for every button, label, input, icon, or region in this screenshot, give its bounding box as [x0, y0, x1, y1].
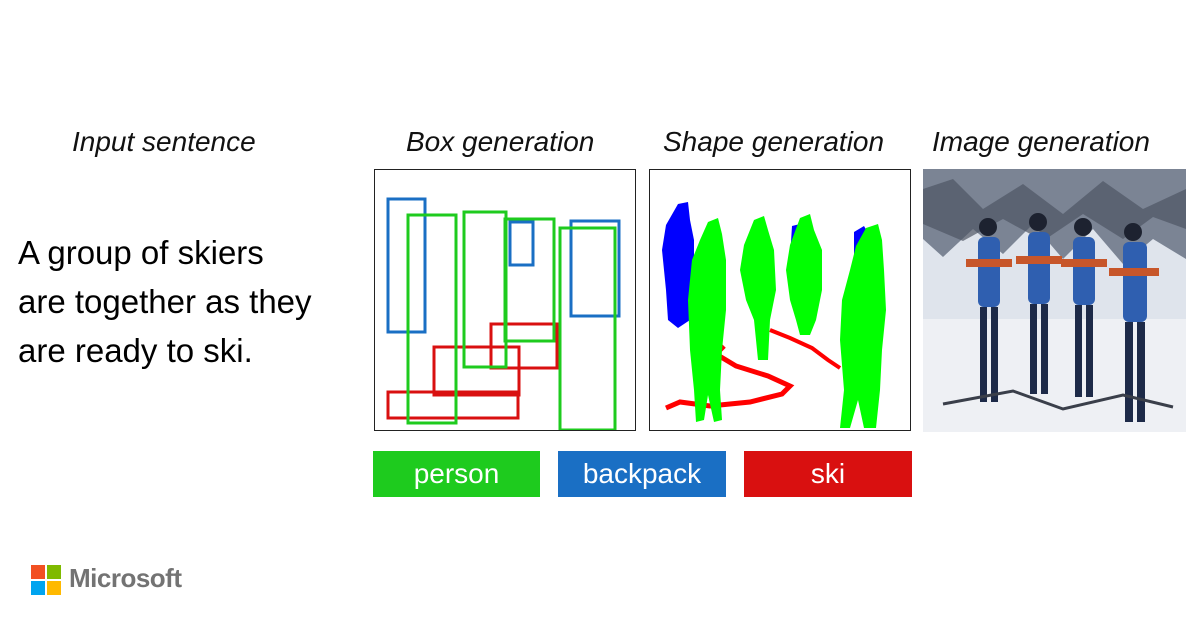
- person-mask: [740, 216, 776, 360]
- heading-box-generation: Box generation: [406, 126, 594, 158]
- person-mask: [786, 214, 822, 335]
- generated-image: [923, 169, 1186, 432]
- sentence-line-3: are ready to ski.: [18, 326, 312, 375]
- heading-input-sentence: Input sentence: [72, 126, 256, 158]
- shape-generation-panel: [649, 169, 911, 431]
- microsoft-logo-icon: [31, 565, 61, 595]
- legend-person: person: [373, 451, 540, 497]
- box-generation-panel: [374, 169, 636, 431]
- person-box: [464, 212, 506, 367]
- legend-backpack: backpack: [558, 451, 726, 497]
- backpack-box: [510, 222, 533, 265]
- legend-ski: ski: [744, 451, 912, 497]
- input-sentence: A group of skiers are together as they a…: [18, 228, 312, 375]
- person-box: [560, 228, 615, 430]
- logo-square-red: [31, 565, 45, 579]
- logo-square-green: [47, 565, 61, 579]
- brand-name: Microsoft: [69, 563, 182, 594]
- bounding-boxes: [375, 170, 635, 430]
- person-mask: [840, 224, 886, 428]
- segmentation-masks: [650, 170, 910, 430]
- sentence-line-1: A group of skiers: [18, 228, 312, 277]
- logo-square-blue: [31, 581, 45, 595]
- heading-image-generation: Image generation: [932, 126, 1150, 158]
- backpack-box: [571, 221, 619, 316]
- generated-image-art: [923, 169, 1186, 432]
- heading-shape-generation: Shape generation: [663, 126, 884, 158]
- ski-mask: [770, 330, 840, 368]
- logo-square-yellow: [47, 581, 61, 595]
- sentence-line-2: are together as they: [18, 277, 312, 326]
- ski-mask: [666, 346, 790, 408]
